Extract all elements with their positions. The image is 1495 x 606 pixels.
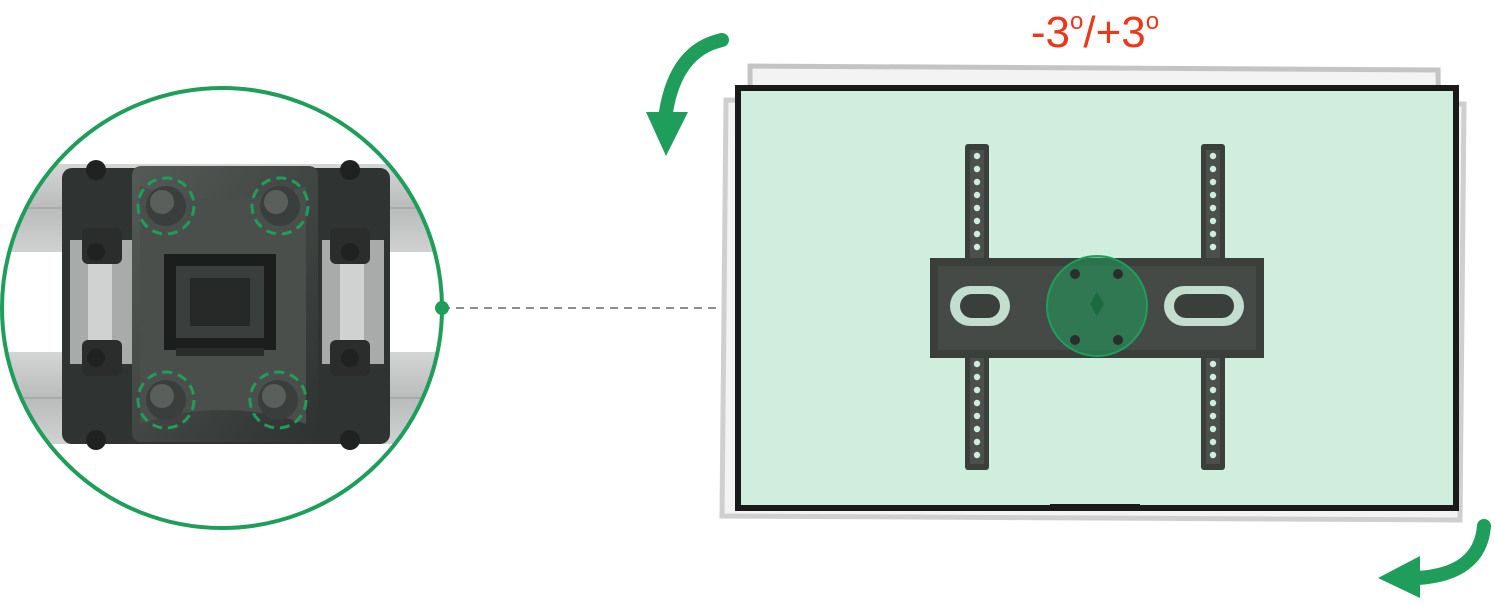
rail-hole — [1209, 230, 1217, 238]
rail-hole — [973, 451, 981, 459]
rail-hole — [973, 386, 981, 394]
rail-hole — [1209, 204, 1217, 212]
rail-hole — [973, 217, 981, 225]
rail-hole — [973, 425, 981, 433]
rail-hole — [1209, 412, 1217, 420]
rail-hole — [1209, 191, 1217, 199]
rail-hole — [1209, 425, 1217, 433]
rail-hole — [1209, 399, 1217, 407]
rail-hole — [973, 373, 981, 381]
rail-hole — [1209, 217, 1217, 225]
rail-hole — [973, 412, 981, 420]
tension-knob-highlight — [250, 176, 310, 236]
rail-hole — [1209, 152, 1217, 160]
tension-knob-highlight — [248, 370, 308, 430]
zoom-detail — [0, 86, 444, 530]
rail-hole — [973, 191, 981, 199]
degree-mark: o — [1145, 8, 1160, 35]
curved-arrow-down-icon — [646, 33, 729, 156]
rail-hole — [973, 165, 981, 173]
rail-hole — [1209, 178, 1217, 186]
rail-hole — [973, 360, 981, 368]
rail-hole — [1209, 438, 1217, 446]
rail-hole — [973, 204, 981, 212]
rail-hole — [973, 152, 981, 160]
rail-hole — [1209, 373, 1217, 381]
rail-hole — [1209, 360, 1217, 368]
rail-hole — [973, 230, 981, 238]
callout-dot — [435, 301, 449, 315]
rail-hole — [1209, 165, 1217, 173]
tilt-max-value: /+3 — [1083, 8, 1146, 57]
tilt-range-label: -3o/+3o — [1010, 8, 1180, 58]
rail-hole — [973, 438, 981, 446]
rail-hole — [973, 178, 981, 186]
tilt-min-value: -3 — [1030, 8, 1070, 57]
tension-knob-highlight — [136, 370, 196, 430]
tv-tilt-illustration — [719, 63, 1467, 523]
tension-knob-highlight — [136, 176, 196, 236]
degree-mark: o — [1070, 8, 1084, 35]
rail-hole — [1209, 386, 1217, 394]
rail-hole — [1209, 451, 1217, 459]
rail-hole — [973, 399, 981, 407]
rail-hole — [1209, 243, 1217, 251]
rail-hole — [973, 243, 981, 251]
curved-arrow-left-icon — [1378, 519, 1491, 598]
